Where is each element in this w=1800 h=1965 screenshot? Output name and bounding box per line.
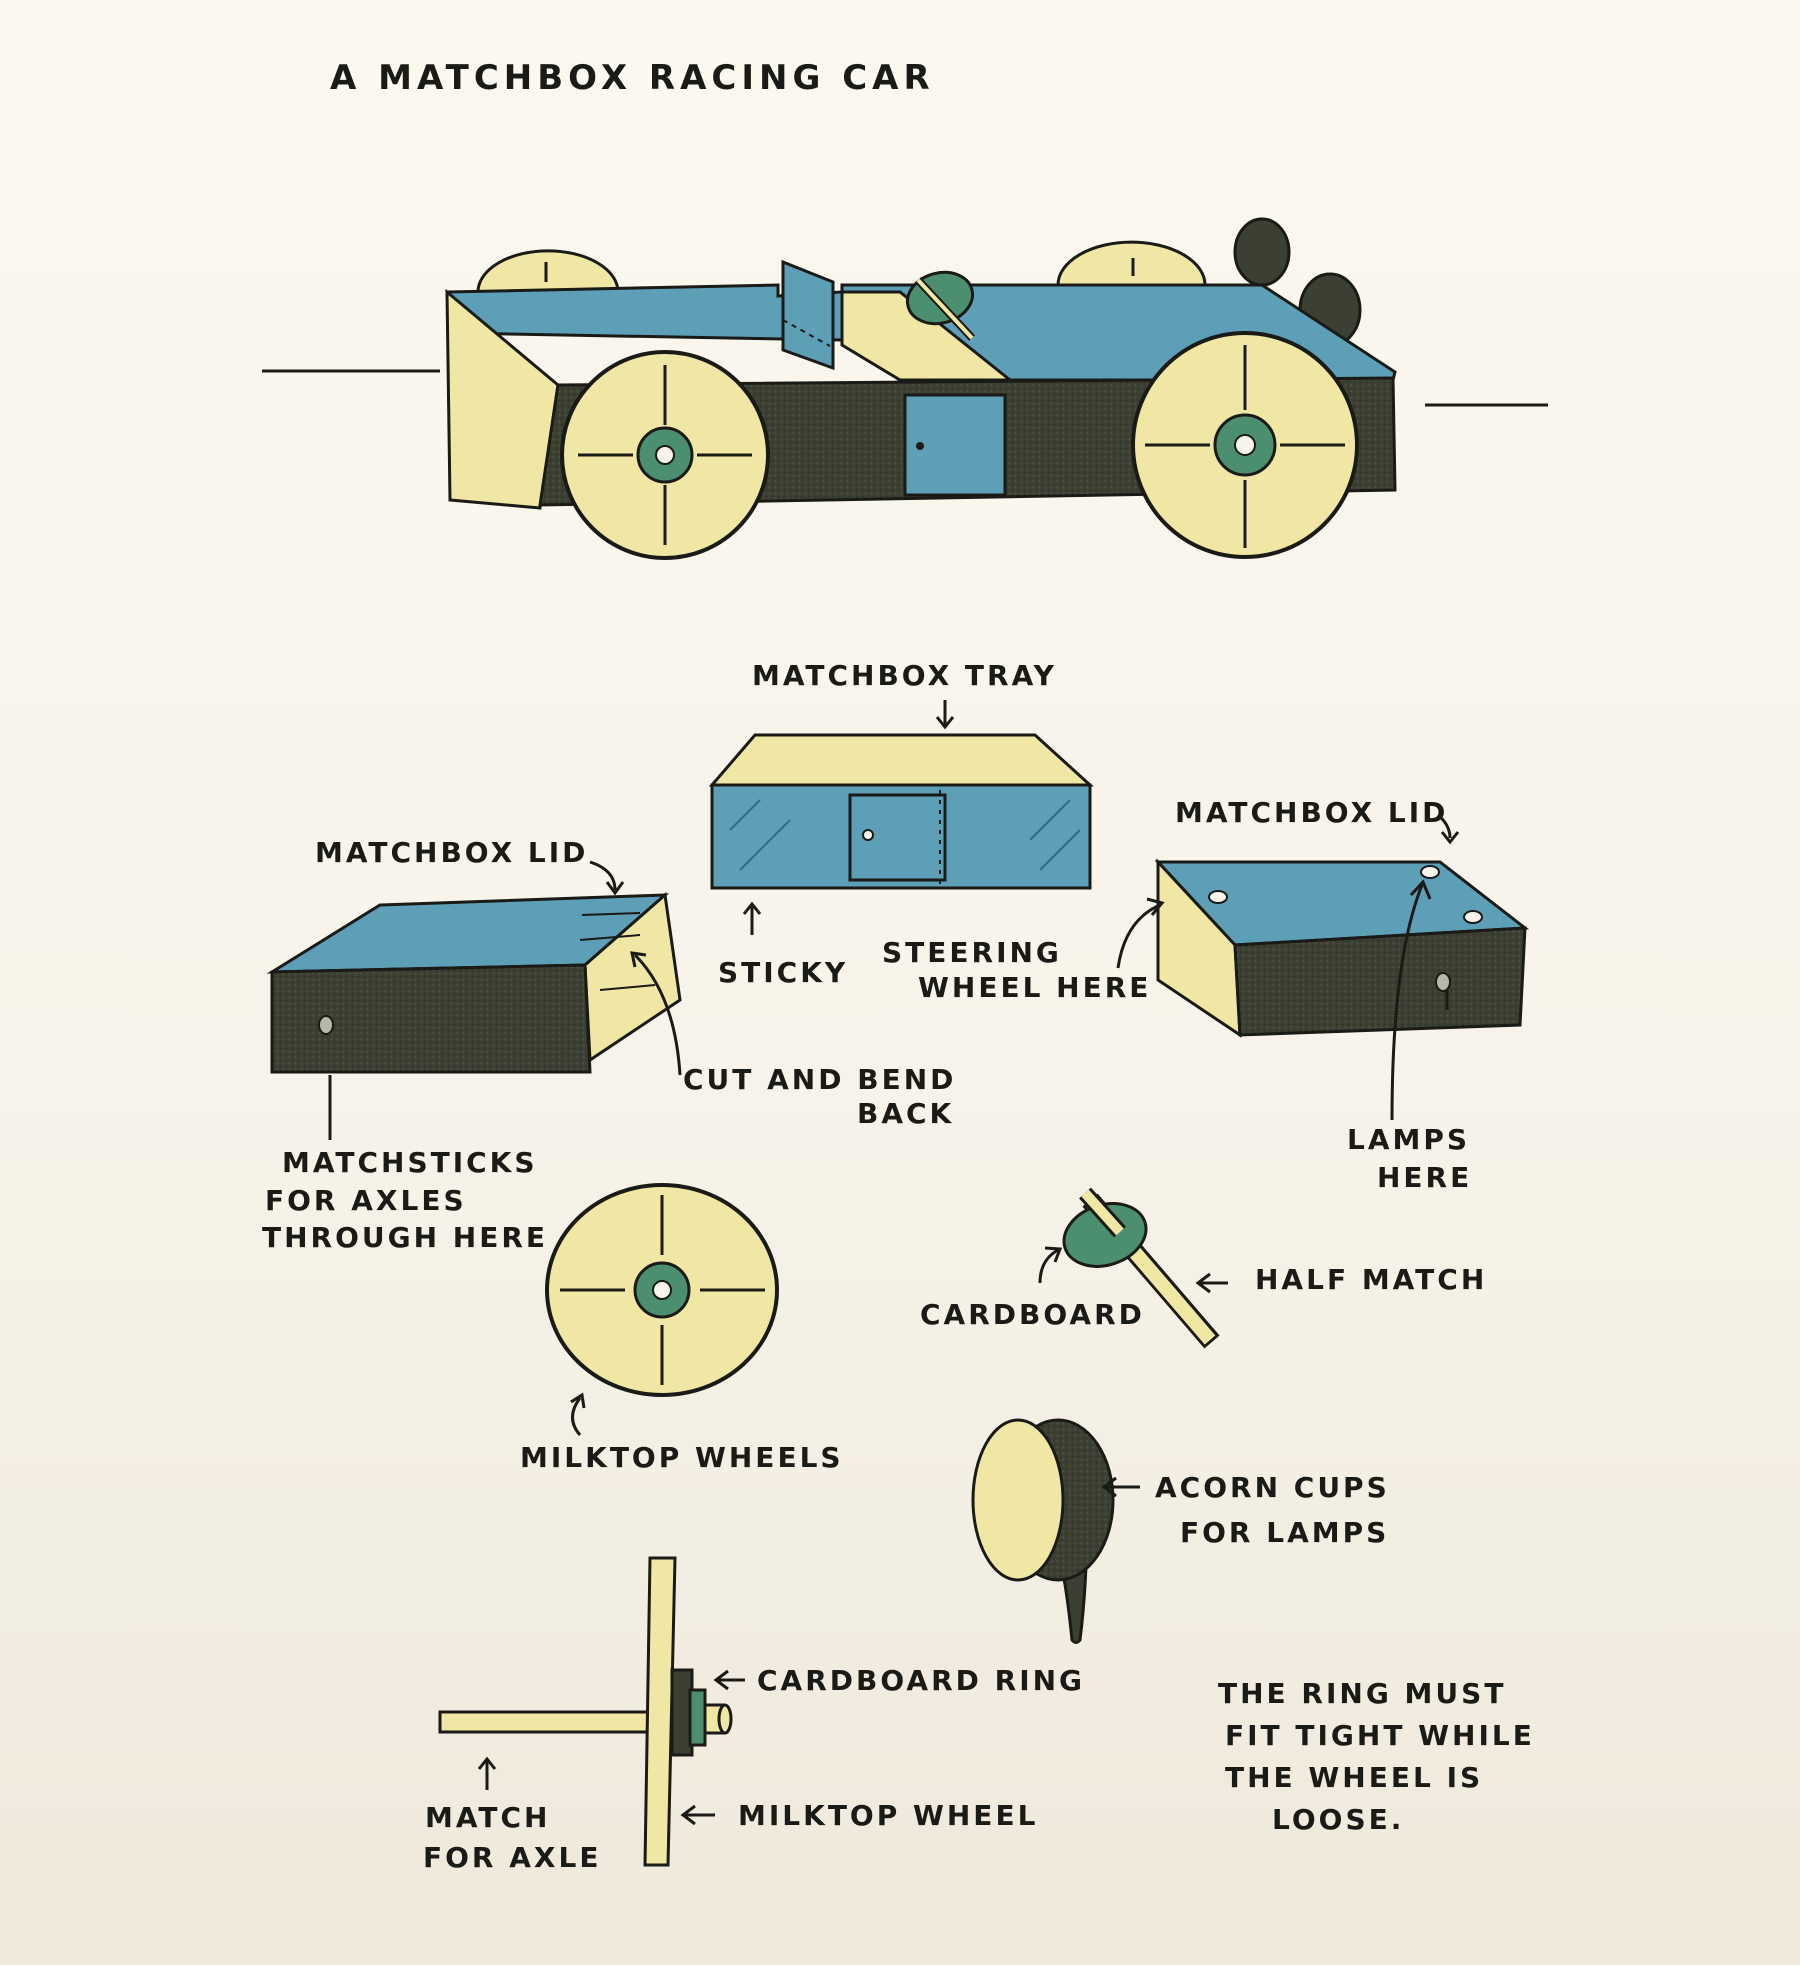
label-half-match: HALF MATCH [1255,1263,1488,1296]
label-cut-and-bend-line2: BACK [857,1097,955,1130]
label-steering-wheel-here-line2: WHEEL HERE [918,971,1152,1004]
matchbox-lid-left-drawing [266,860,682,1140]
car-seat-panel [840,290,1015,382]
windscreen [781,259,835,371]
label-matchbox-lid-right: MATCHBOX LID [1175,796,1449,829]
steering-wheel-drawing [1038,1187,1228,1349]
label-matchsticks-line3: THROUGH HERE [262,1221,549,1254]
label-milktop-wheel: MILKTOP WHEEL [738,1799,1039,1832]
rear-wheel [1131,331,1359,559]
label-lamps-here-line2: HERE [1377,1161,1473,1194]
label-milktop-wheels: MILKTOP WHEELS [520,1441,844,1474]
label-acorn-cups-line2: FOR LAMPS [1180,1516,1390,1549]
note-line2: FIT TIGHT WHILE [1225,1719,1535,1752]
note-line4: LOOSE. [1272,1803,1405,1836]
label-matchsticks-line2: FOR AXLES [265,1184,467,1217]
acorn-cup-drawing [971,1418,1140,1644]
label-cardboard: CARDBOARD [920,1298,1145,1331]
label-lamps-here-line1: LAMPS [1347,1123,1471,1156]
assembled-racing-car [262,217,1548,560]
label-steering-wheel-here-line1: STEERING [882,936,1062,969]
label-match-for-axle-line1: MATCH [425,1801,551,1834]
page-title: A MATCHBOX RACING CAR [330,58,935,98]
label-matchbox-lid-left: MATCHBOX LID [315,836,589,869]
note-line1: THE RING MUST [1218,1677,1507,1710]
label-matchbox-tray: MATCHBOX TRAY [752,659,1057,692]
matchbox-lid-right-drawing [1116,813,1530,1121]
label-cut-and-bend-line1: CUT AND BEND [683,1063,957,1096]
axle-assembly-drawing [438,1556,745,1867]
label-cardboard-ring: CARDBOARD RING [757,1664,1086,1697]
milktop-wheel-drawing [545,1183,779,1436]
note-line3: THE WHEEL IS [1225,1761,1484,1794]
front-wheel [560,350,770,560]
label-sticky: STICKY [718,956,849,989]
car-nose [445,288,560,510]
lamp-top [1233,217,1291,287]
back-wheel-left [476,249,620,294]
label-matchsticks-line1: MATCHSTICKS [282,1146,538,1179]
car-steering-wheel [905,270,975,341]
label-match-for-axle-line2: FOR AXLE [423,1841,602,1874]
label-acorn-cups-line1: ACORN CUPS [1155,1471,1390,1504]
matchbox-tray-drawing [708,700,1094,935]
